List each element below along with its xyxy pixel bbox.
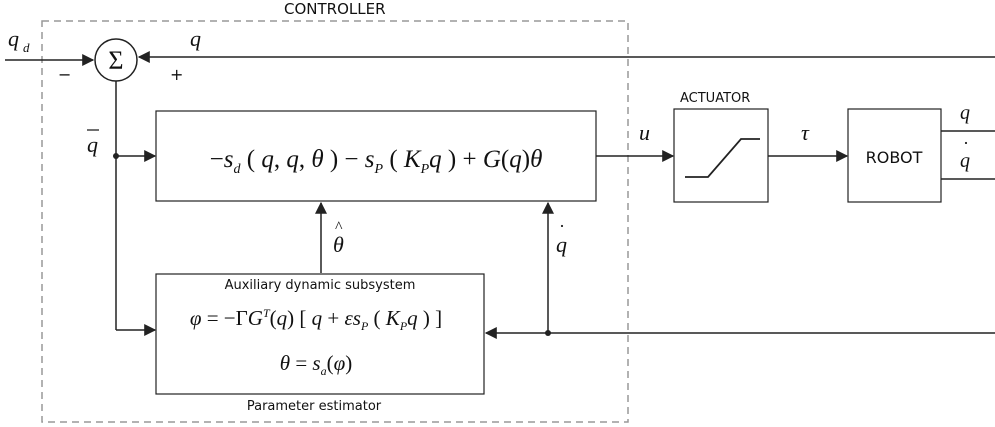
control-law-expression: −sd ( q, q, θ ) − sP ( KPq ) + G(q)θ bbox=[210, 146, 543, 177]
estimator-equation-2: θ = sa(φ) bbox=[280, 351, 352, 378]
robot-qdot-dot: · bbox=[963, 133, 969, 153]
robot-label: ROBOT bbox=[866, 148, 923, 167]
robot-q-label: q bbox=[960, 102, 970, 124]
robot-qdot-label: q bbox=[960, 150, 970, 172]
theta-hat-caret: ^ bbox=[335, 219, 343, 236]
robot-block bbox=[847, 108, 942, 203]
estimator-title: Auxiliary dynamic subsystem bbox=[225, 278, 416, 293]
estimator-equation-1: φ = −ΓGT(q) [ q + εsP ( KPq ) ] bbox=[190, 306, 442, 333]
actuator-label: ACTUATOR bbox=[680, 91, 750, 106]
qdot-label: q bbox=[556, 232, 567, 257]
qbar-label: q bbox=[87, 132, 98, 157]
u-label: u bbox=[639, 120, 650, 145]
estimator-caption: Parameter estimator bbox=[247, 399, 382, 414]
plus-sign: + bbox=[170, 65, 183, 84]
tau-label: τ bbox=[801, 120, 810, 145]
sigma-symbol: Σ bbox=[108, 46, 123, 75]
actuator-block bbox=[673, 108, 769, 203]
qdot-dot: · bbox=[559, 216, 565, 236]
saturation-curve-icon bbox=[685, 138, 760, 178]
q-feedback-label: q bbox=[190, 26, 201, 51]
control-law-block bbox=[155, 110, 597, 202]
estimator-block bbox=[155, 273, 485, 395]
qd-subscript: d bbox=[23, 40, 30, 55]
controller-label: CONTROLLER bbox=[284, 0, 386, 18]
controller-boundary bbox=[41, 20, 629, 423]
theta-hat-label: θ bbox=[333, 232, 344, 257]
minus-sign: − bbox=[58, 65, 71, 84]
qd-label: q bbox=[8, 26, 19, 51]
